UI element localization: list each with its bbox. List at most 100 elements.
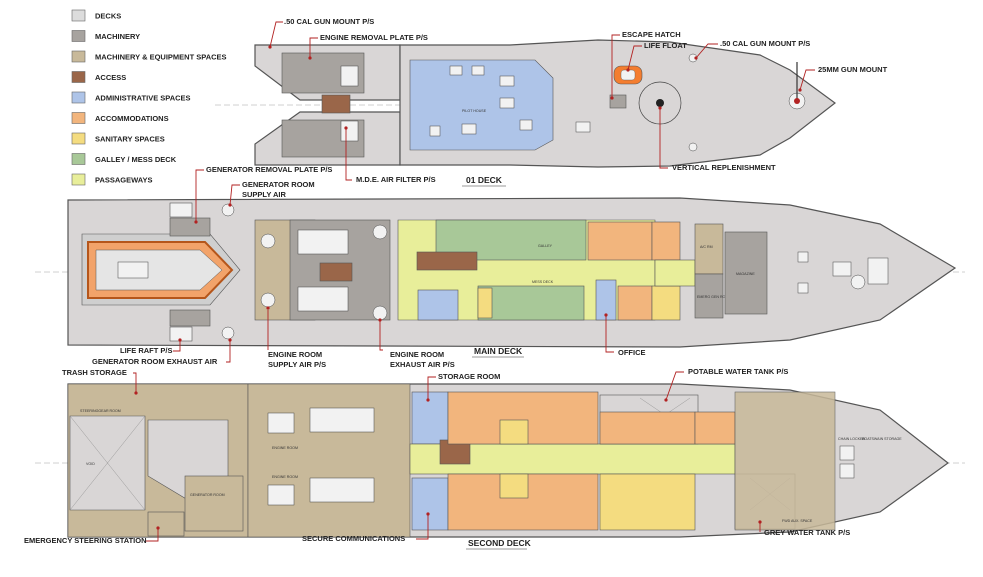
leader-dot-secure-comm (426, 512, 430, 516)
main-stair (416, 251, 478, 271)
engine-exhaust-vent-port (372, 224, 388, 240)
fwd-aux-space (734, 391, 836, 531)
magazine (724, 231, 768, 315)
engine-2-stbd (309, 477, 375, 503)
secure-communications (411, 477, 449, 531)
leader-gen-removal (195, 169, 204, 222)
generator-supply-air-vent (221, 203, 235, 217)
capstan-1 (867, 257, 889, 285)
leader-life-raft (173, 340, 181, 352)
callout-gen-supply-2: SUPPLY AIR (242, 190, 286, 199)
callout-gun50-right: .50 CAL GUN MOUNT P/S (720, 39, 810, 48)
leader-dot-gen-supply (228, 203, 232, 207)
callout-vert-repl: VERTICAL REPLENISHMENT (672, 163, 776, 172)
leader-dot-storage-room (426, 398, 430, 402)
callout-gen-removal: GENERATOR REMOVAL PLATE P/S (206, 165, 332, 174)
leader-trash (133, 372, 137, 393)
life-raft-port (169, 202, 193, 218)
engine-room-lower-label: ENGINE ROOM (272, 475, 298, 479)
leader-emerg-steer (145, 528, 159, 542)
pilot-console-2 (471, 65, 485, 76)
mde-air-filter-port (340, 65, 359, 87)
escape-hatch (609, 94, 627, 109)
callout-gun25: 25MM GUN MOUNT (818, 65, 888, 74)
accommodations-port (587, 221, 653, 261)
leader-office (605, 315, 614, 353)
leader-dot-potable (664, 398, 668, 402)
second-deck-title: SECOND DECK (468, 538, 532, 548)
generator-room (184, 475, 244, 532)
legend-swatch-decks (71, 9, 86, 22)
callout-emerg-steer: EMERGENCY STEERING STATION (24, 536, 147, 545)
leader-dot-mde (344, 126, 348, 130)
sanitary-2b (499, 473, 529, 499)
mess-deck-label: MESS DECK (532, 280, 554, 284)
accommodations-stbd (617, 285, 653, 321)
callout-storage-room: STORAGE ROOM (438, 372, 500, 381)
main-passage-fwd (654, 259, 696, 287)
pilot-house-label: PILOT HOUSE (462, 109, 487, 113)
callout-grey-water: GREY WATER TANK P/S (764, 528, 850, 537)
admin-port-aft (417, 289, 459, 321)
anchor-windlass (832, 261, 852, 277)
leader-dot-er-exhaust (378, 318, 382, 322)
leader-dot-gen-removal (194, 220, 198, 224)
second-deck: STEERINGGEAR ROOM STEERINGGEAR ROOM VOID… (35, 383, 965, 550)
chain-locker-1 (839, 445, 855, 461)
leader-dot-life-raft (178, 338, 182, 342)
callout-mde-filter: M.D.E. AIR FILTER P/S (356, 175, 436, 184)
pilot-console-3 (499, 75, 515, 87)
generator-exhaust-air-vent (221, 326, 235, 340)
sanitary-port (651, 221, 681, 261)
callout-er-supply-1: ENGINE ROOM (268, 350, 322, 359)
callout-life-raft: LIFE RAFT P/S (120, 346, 173, 355)
leader-dot-gun25 (798, 88, 802, 92)
leader-gun50-left (269, 21, 283, 48)
legend-swatch-passageways (71, 173, 86, 186)
leader-vert-repl (659, 108, 668, 169)
sanitary-2a (499, 419, 529, 445)
chain-locker-2 (839, 463, 855, 479)
void-label: VOID (86, 462, 95, 466)
gun-mount-50-right-stbd (688, 142, 698, 152)
storage-room (411, 391, 449, 445)
chain-locker-label: CHAIN LOCKER (838, 437, 865, 441)
legend-label-administrative: ADMINISTRATIVE SPACES (95, 94, 191, 103)
legend-swatch-sanitary (71, 132, 86, 145)
leader-dot-gen-exhaust (228, 338, 232, 342)
leader-mde (345, 128, 352, 181)
legend-label-access: ACCESS (95, 73, 126, 82)
callout-secure-comm: SECURE COMMUNICATIONS (302, 534, 405, 543)
engine-2-port (309, 407, 375, 433)
callout-office: OFFICE (618, 348, 646, 357)
magazine-label: MAGAZINE (736, 272, 755, 276)
pilot-console-5 (461, 123, 477, 135)
leader-potable (665, 371, 684, 401)
main-deck: GALLEY MESS DECK A/C RM EMERG GEN ROOM M… (35, 197, 965, 358)
main-engine-stbd (297, 286, 349, 312)
emergency-steering-station (147, 511, 185, 537)
engine-room-supply-vent-port (260, 233, 276, 249)
generator-room-label: GENERATOR ROOM (190, 493, 225, 497)
engine-room-stair (319, 262, 353, 282)
emerg-gen-room (694, 273, 724, 319)
callout-gen-exhaust: GENERATOR ROOM EXHAUST AIR (92, 357, 218, 366)
legend-swatch-access (71, 71, 86, 83)
legend: DECKS MACHINERY MACHINERY & EQUIPMENT SP… (71, 9, 227, 186)
callout-trash: TRASH STORAGE (62, 368, 127, 377)
callout-escape-hatch: ESCAPE HATCH (622, 30, 681, 39)
pilot-console-7 (429, 125, 441, 137)
leader-storage-room (427, 376, 436, 400)
legend-swatch-administrative (71, 91, 86, 104)
leader-engine-removal (309, 37, 318, 58)
accommodations-2c (599, 411, 696, 445)
leader-life-float (627, 45, 642, 71)
leader-dot-emerg-steer (156, 526, 160, 530)
leader-er-exhaust (379, 320, 383, 351)
legend-label-machinery-equipment: MACHINERY & EQUIPMENT SPACES (95, 53, 227, 62)
legend-swatch-machinery-equipment (71, 50, 86, 63)
ac-room (694, 223, 724, 275)
engine-room-supply-vent-stbd (260, 292, 276, 308)
gen-set-stbd (267, 484, 295, 506)
legend-label-galley: GALLEY / MESS DECK (95, 155, 177, 164)
